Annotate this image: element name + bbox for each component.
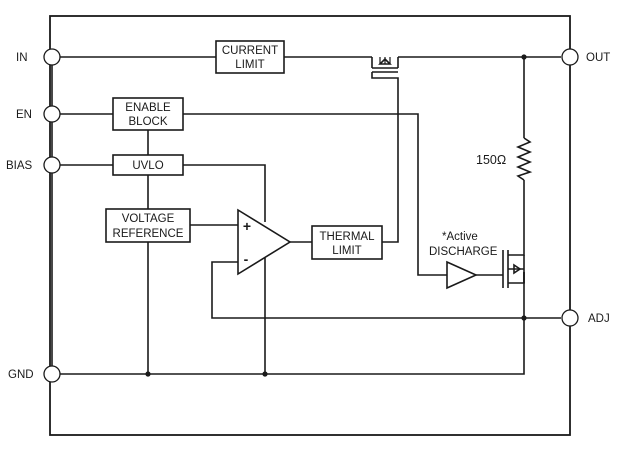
pin-en (43, 105, 61, 123)
pin-adj (561, 309, 579, 327)
uvlo-block: UVLO (112, 154, 184, 176)
wire-uvlo-to-amp (183, 164, 266, 222)
current-limit-block: CURRENT LIMIT (215, 40, 285, 74)
pin-in (43, 48, 61, 66)
pin-label-en: EN (16, 109, 32, 121)
pin-out (561, 48, 579, 66)
discharge-label-line1: *Active (442, 231, 478, 243)
wire-adj-feedback (211, 261, 561, 319)
svg-text:UVLO: UVLO (132, 160, 163, 172)
junction-dot (521, 315, 527, 321)
resistor-icon (515, 137, 533, 181)
resistor-value-label: 150Ω (476, 153, 506, 167)
svg-text:LIMIT: LIMIT (235, 59, 264, 71)
wire-enable-to-discharge (183, 113, 447, 276)
wire-thermal-to-gate (371, 72, 399, 243)
pin-label-in: IN (16, 52, 28, 64)
svg-text:CURRENT: CURRENT (222, 45, 278, 57)
discharge-buffer-icon (446, 260, 478, 290)
pin-label-adj: ADJ (588, 313, 610, 325)
chip-outline (49, 15, 571, 436)
pin-label-gnd: GND (8, 369, 34, 381)
error-amplifier-icon (237, 208, 292, 276)
junction-dot (145, 371, 151, 377)
amp-minus-label: - (244, 251, 249, 267)
pin-gnd (43, 365, 61, 383)
svg-text:BLOCK: BLOCK (129, 116, 168, 128)
amp-plus-label: + (243, 218, 251, 234)
pin-bias (43, 156, 61, 174)
pin-label-out: OUT (586, 52, 610, 64)
wire-fet-to-gnd (58, 272, 525, 375)
enable-block: ENABLE BLOCK (112, 97, 184, 131)
svg-text:REFERENCE: REFERENCE (113, 228, 184, 240)
svg-text:THERMAL: THERMAL (320, 231, 376, 243)
svg-text:ENABLE: ENABLE (125, 102, 171, 114)
junction-dot (262, 371, 268, 377)
pin-label-bias: BIAS (6, 160, 33, 172)
voltage-reference-block: VOLTAGE REFERENCE (105, 208, 191, 243)
thermal-limit-block: THERMAL LIMIT (311, 225, 383, 260)
svg-text:LIMIT: LIMIT (332, 245, 361, 257)
pass-transistor-icon (371, 57, 399, 73)
discharge-transistor-icon (502, 250, 525, 288)
discharge-label-line2: DISCHARGE (429, 246, 498, 258)
junction-dot (521, 54, 527, 60)
svg-text:VOLTAGE: VOLTAGE (122, 213, 175, 225)
